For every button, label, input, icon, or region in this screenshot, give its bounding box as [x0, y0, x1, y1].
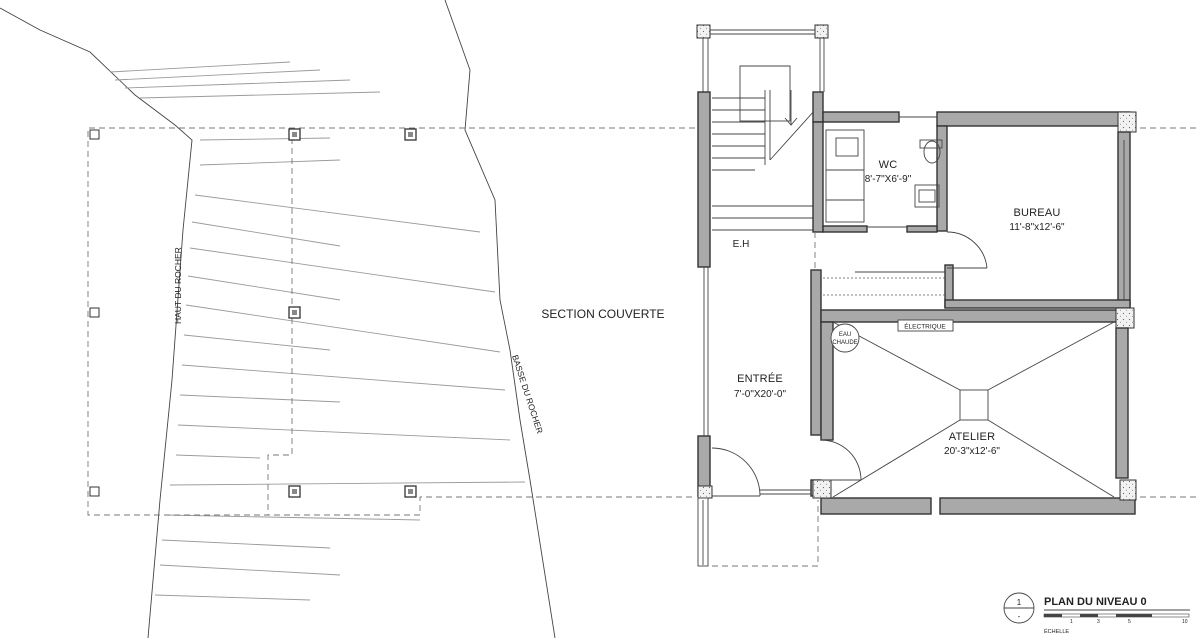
- rock-contour-lines: [109, 61, 526, 601]
- bureau-dimensions: 11'-8"x12'-6": [1009, 222, 1065, 233]
- posts: [89, 128, 417, 498]
- post: [292, 310, 297, 315]
- building: [696, 24, 1137, 567]
- electrique-label: ÉLECTRIQUE: [904, 322, 946, 331]
- eh-label: E.H: [733, 239, 750, 250]
- wc-room: [812, 111, 1137, 233]
- plan-title: PLAN DU NIVEAU 0: [1044, 596, 1147, 608]
- entree-label: ENTRÉE: [737, 372, 783, 385]
- eau-chaude-label-1: EAU: [839, 332, 851, 338]
- atelier-label: ATELIER: [949, 431, 995, 443]
- scale-tick-3: 3: [1097, 619, 1100, 625]
- scale-label: ÉCHELLE: [1044, 628, 1069, 635]
- basse-du-rocher-label: BASSE DU ROCHER: [510, 354, 545, 435]
- post: [89, 129, 100, 140]
- atelier-room: [812, 307, 1137, 515]
- wc-dimensions: 8'-7"X6'-9": [865, 174, 912, 185]
- atelier-dimensions: 20'-3"x12'-6": [944, 446, 1000, 457]
- covered-section-outline: [87, 127, 1200, 516]
- entree-dimensions: 7'-0"X20'-0": [734, 389, 787, 400]
- bureau-room: [944, 131, 1131, 309]
- drawing-sheet-dash: -: [1018, 612, 1021, 621]
- eau-chaude-label-2: CHAUDE: [832, 340, 857, 346]
- drawing-number: 1: [1017, 598, 1022, 607]
- stair: [712, 65, 816, 231]
- scale-tick-10: 10: [1182, 619, 1188, 625]
- wc-label: WC: [879, 159, 898, 171]
- section-couverte-label: SECTION COUVERTE: [541, 307, 664, 321]
- scale-tick-1: 1: [1070, 619, 1073, 625]
- post: [89, 307, 100, 318]
- scale-tick-5: 5: [1128, 619, 1131, 625]
- post: [408, 132, 413, 137]
- post: [408, 489, 413, 494]
- rock-outline: [0, 0, 556, 638]
- bureau-label: BUREAU: [1013, 207, 1060, 219]
- haut-du-rocher-label: HAUT DU ROCHER: [173, 247, 183, 324]
- post: [292, 489, 297, 494]
- post: [89, 486, 100, 497]
- title-block: 1 - PLAN DU NIVEAU 0 1 3 5 10 ÉCHELLE: [1003, 592, 1190, 635]
- post: [292, 132, 297, 137]
